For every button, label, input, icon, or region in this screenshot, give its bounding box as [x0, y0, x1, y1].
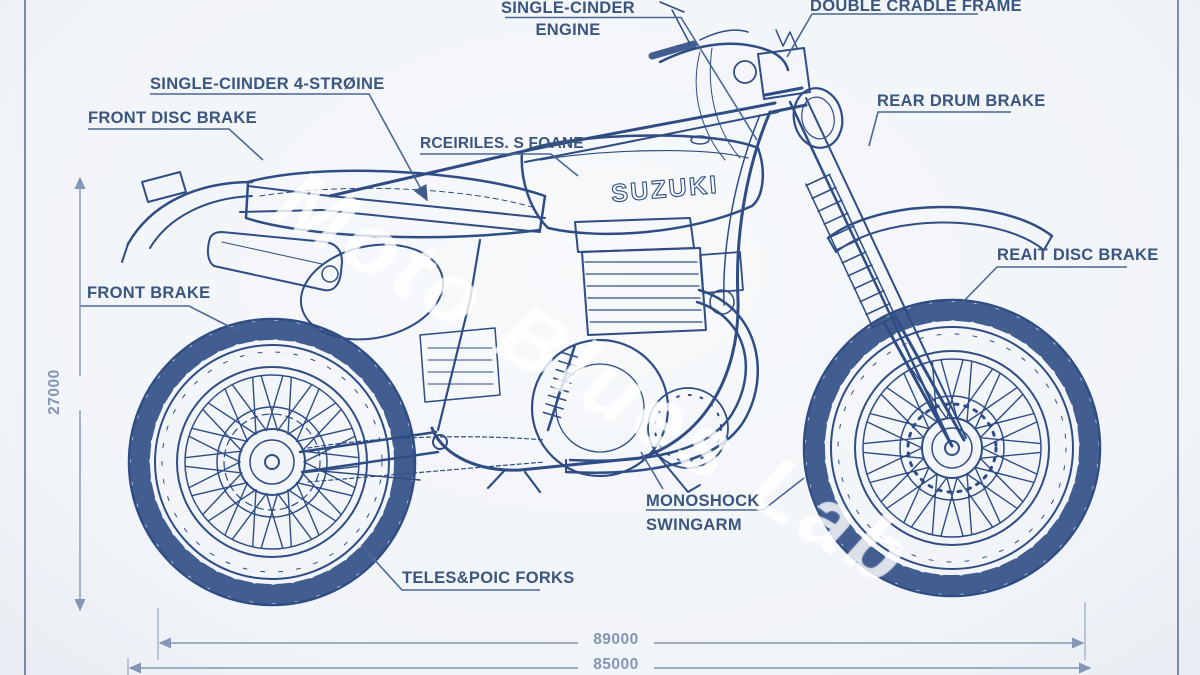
cylinder-block — [581, 247, 707, 336]
leader-rear-disc — [960, 266, 1127, 305]
front-spokes — [862, 359, 1042, 537]
footpeg — [486, 468, 542, 494]
leader-monoshock — [640, 451, 805, 511]
rear-fender — [121, 171, 254, 263]
label-garbled: RCEIRILES. S FOANE — [420, 135, 584, 152]
exhaust — [206, 231, 760, 474]
dim-lower-length-value: 85000 — [593, 656, 639, 673]
label-front-brake: FRONT BRAKE — [87, 284, 211, 302]
leader-rear-drum — [868, 111, 1011, 147]
dim-upper-length-value: 89000 — [593, 631, 639, 648]
label-rear-drum-brake: REAR DRUM BRAKE — [877, 92, 1046, 110]
label-telescopic-forks: TELES&POIC FORKS — [402, 569, 575, 587]
sheet-border — [24, 0, 1179, 675]
front-fender — [826, 205, 1054, 253]
leader-four-stroke — [150, 93, 428, 202]
leader-frame — [786, 13, 978, 58]
handlebar — [658, 42, 790, 72]
rear-spokes — [184, 375, 360, 549]
rear-tire-knobs — [130, 320, 414, 604]
cables — [695, 47, 741, 161]
front-wheel — [802, 298, 1102, 598]
rear-wheel — [127, 317, 417, 607]
cylinder-head — [574, 217, 695, 253]
frame-tubes — [239, 101, 779, 472]
fuel-cap — [690, 135, 710, 145]
leader-garbled — [420, 153, 579, 177]
dimension-lines — [74, 176, 1092, 675]
extension-lines — [127, 602, 1086, 675]
number-plate — [757, 47, 811, 100]
leader-front-brake — [80, 305, 239, 332]
cooling-fins — [584, 261, 703, 323]
label-four-stroke: SINGLE-CIINDER 4-STRØINE — [150, 75, 385, 93]
airbox — [419, 327, 501, 403]
crankcase — [530, 338, 670, 478]
taillight — [141, 171, 187, 203]
fork-gaiter — [805, 173, 897, 329]
brake-lever — [699, 29, 749, 41]
headlight — [792, 87, 844, 149]
front-fork — [648, 1, 967, 448]
leader-engine — [505, 16, 758, 141]
leader-lines — [80, 13, 1127, 591]
triple-clamp — [763, 86, 808, 114]
tank-brand: SUZUKI — [610, 171, 720, 208]
side-panel — [299, 243, 445, 341]
swingarm — [298, 343, 580, 483]
grip — [648, 40, 698, 60]
leader-front-disc — [88, 128, 264, 161]
leader-forks — [360, 544, 540, 591]
mirror — [659, 1, 691, 45]
chain — [307, 436, 546, 449]
label-monoshock-swingarm: MONOSHOCK SWINGARM — [646, 492, 760, 534]
rear-sprocket — [223, 413, 321, 511]
front-tire-knobs — [805, 301, 1099, 595]
front-disc — [899, 395, 1005, 501]
dim-height-value: 27000 — [46, 369, 63, 415]
rear-drum — [216, 406, 328, 518]
label-front-disc-brake: FRONT DISC BRAKE — [88, 109, 257, 127]
label-single-cylinder-engine: SINGLE-CINDER ENGINE — [500, 0, 636, 39]
engine — [419, 217, 744, 494]
gauge — [733, 60, 757, 84]
muffler — [206, 231, 343, 292]
seat — [244, 169, 547, 239]
label-double-cradle-frame: DOUBLE CRADLE FRAME — [810, 0, 1022, 15]
label-rear-disc-brake: REAIT DISC BRAKE — [997, 246, 1159, 264]
carburetor — [699, 251, 744, 294]
